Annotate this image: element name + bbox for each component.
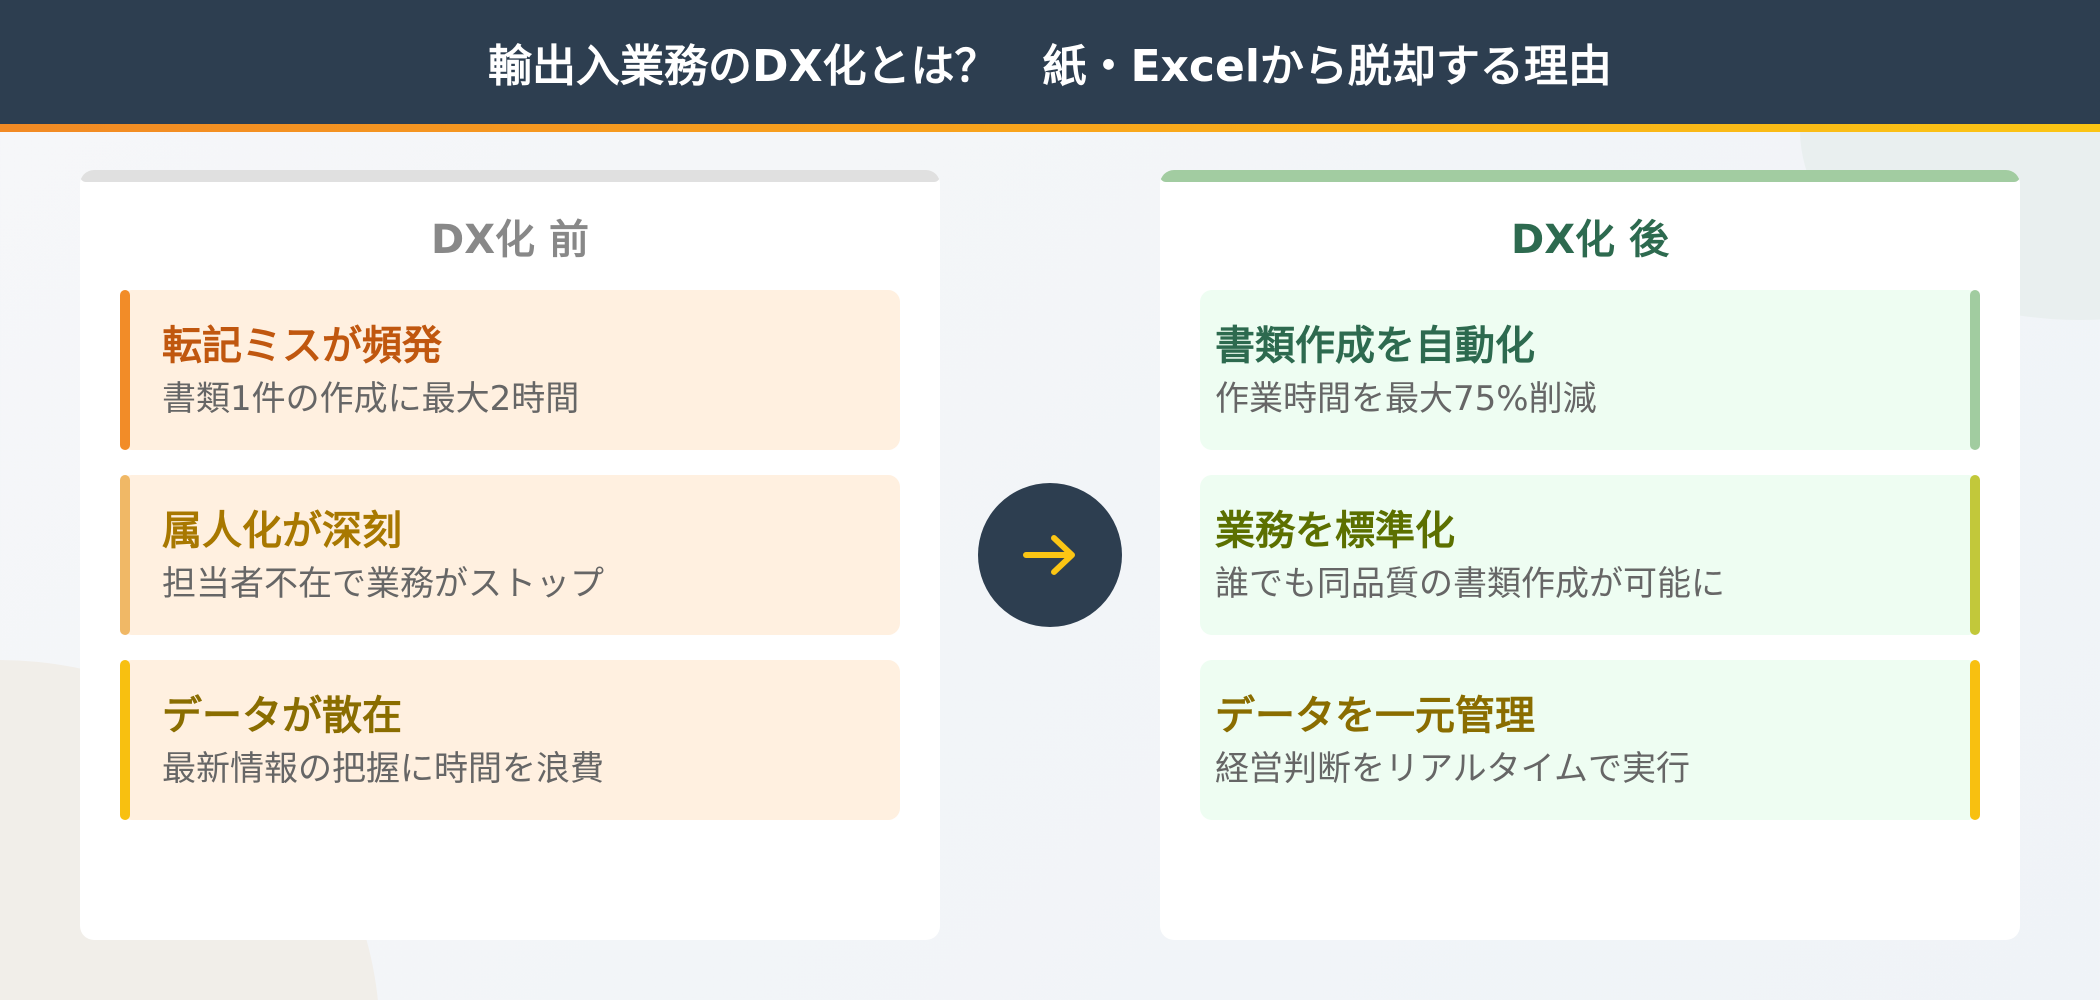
accent-bar: [1970, 475, 1980, 635]
item-description: 書類1件の作成に最大2時間: [162, 379, 580, 419]
accent-bar: [1970, 660, 1980, 820]
transition-arrow-badge: [978, 483, 1122, 627]
item-heading: データを一元管理: [1215, 693, 1535, 739]
panel-top-bar: [1160, 170, 2020, 182]
item-description: 作業時間を最大75%削減: [1215, 379, 1597, 419]
item-description: 経営判断をリアルタイムで実行: [1215, 749, 1690, 789]
after-item-1: 書類作成を自動化 作業時間を最大75%削減: [1200, 290, 1980, 450]
item-heading: データが散在: [162, 693, 402, 739]
accent-bar: [120, 660, 130, 820]
arrow-right-icon: [1023, 535, 1075, 575]
panel-top-bar: [80, 170, 940, 182]
header-banner: 輸出入業務のDX化とは？ 紙・Excelから脱却する理由: [0, 0, 2100, 124]
accent-bar: [120, 290, 130, 450]
after-item-2: 業務を標準化 誰でも同品質の書類作成が可能に: [1200, 475, 1980, 635]
accent-bar: [120, 475, 130, 635]
item-description: 担当者不在で業務がストップ: [162, 564, 604, 604]
before-item-2: 属人化が深刻 担当者不在で業務がストップ: [120, 475, 900, 635]
accent-bar: [1970, 290, 1980, 450]
page-title: 輸出入業務のDX化とは？ 紙・Excelから脱却する理由: [488, 41, 1612, 92]
before-panel-title: DX化 前: [431, 217, 589, 263]
before-item-3: データが散在 最新情報の把握に時間を浪費: [120, 660, 900, 820]
item-heading: 属人化が深刻: [162, 508, 402, 554]
item-description: 誰でも同品質の書類作成が可能に: [1215, 564, 1725, 604]
item-description: 最新情報の把握に時間を浪費: [162, 749, 604, 789]
after-panel: DX化 後 書類作成を自動化 作業時間を最大75%削減 業務を標準化 誰でも同品…: [1160, 170, 2020, 940]
item-heading: 書類作成を自動化: [1215, 323, 1535, 369]
item-heading: 転記ミスが頻発: [162, 323, 442, 369]
before-panel: DX化 前 転記ミスが頻発 書類1件の作成に最大2時間 属人化が深刻 担当者不在…: [80, 170, 940, 940]
after-panel-title: DX化 後: [1511, 217, 1669, 263]
after-item-3: データを一元管理 経営判断をリアルタイムで実行: [1200, 660, 1980, 820]
header-accent-stripe: [0, 124, 2100, 132]
before-item-1: 転記ミスが頻発 書類1件の作成に最大2時間: [120, 290, 900, 450]
item-heading: 業務を標準化: [1215, 508, 1455, 554]
